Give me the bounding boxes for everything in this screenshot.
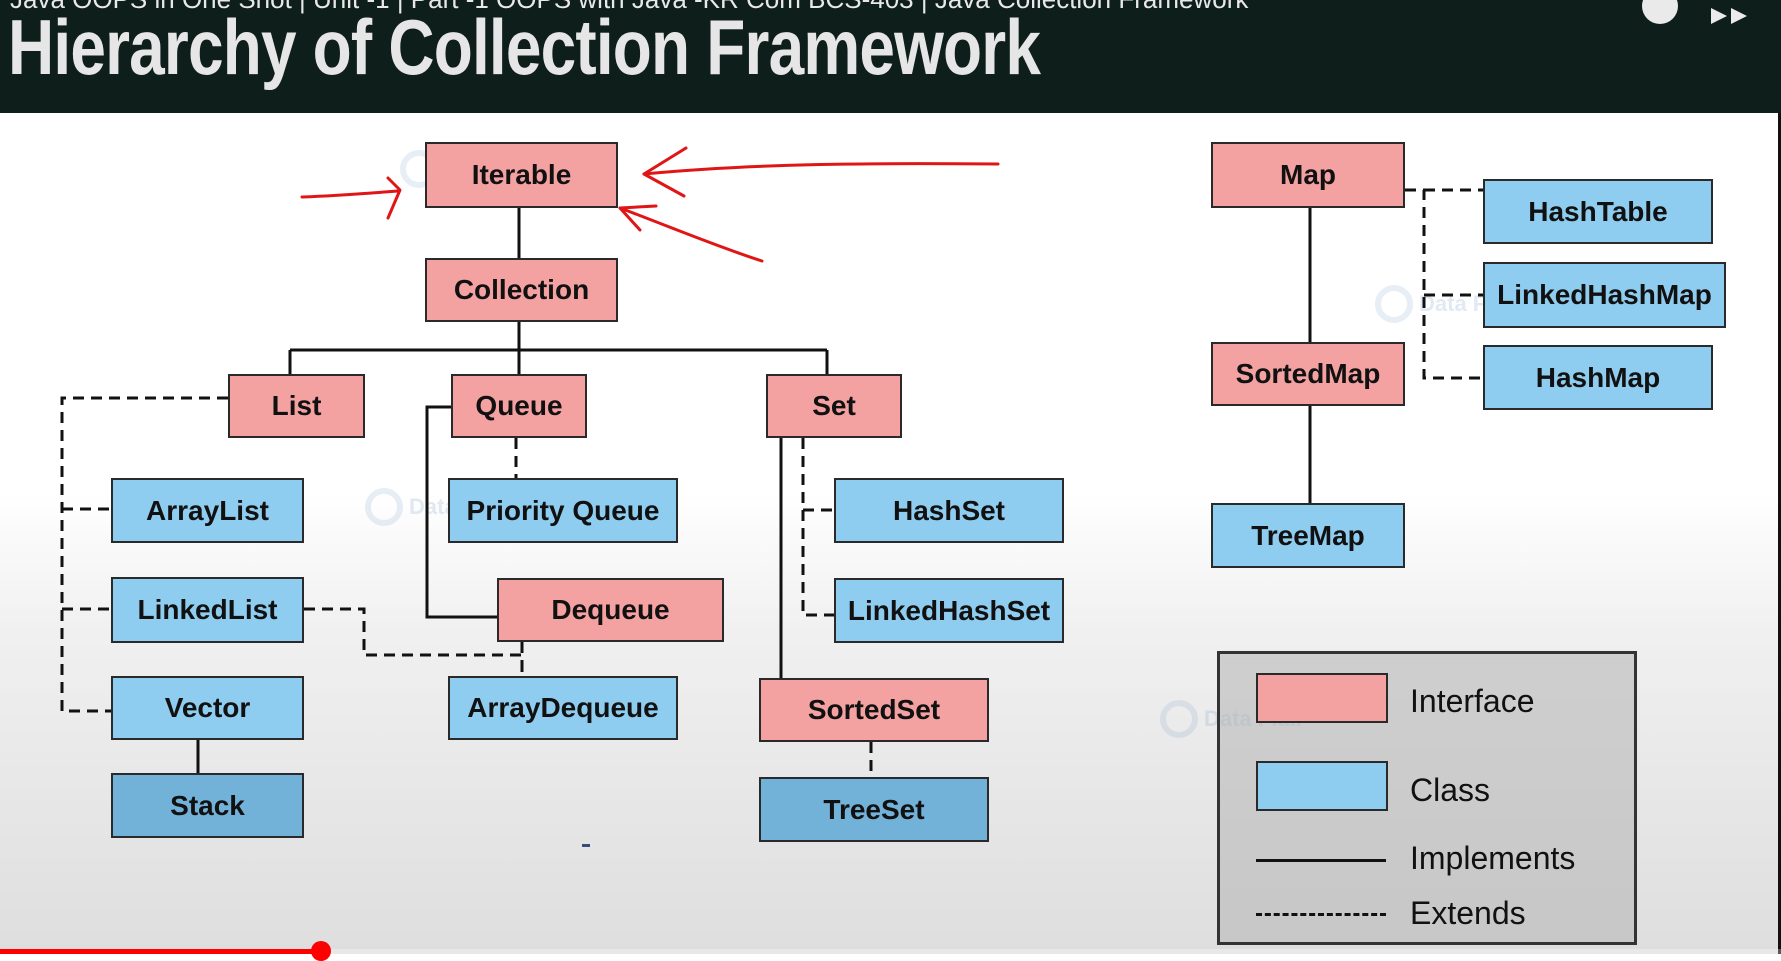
- node-arraylist: ArrayList: [111, 478, 304, 543]
- play-icon[interactable]: [1640, 0, 1680, 26]
- mouse-cursor: [582, 844, 590, 847]
- node-linkedhashmap: LinkedHashMap: [1483, 262, 1726, 328]
- node-collection: Collection: [425, 258, 618, 322]
- skip-forward-icon[interactable]: [1705, 0, 1765, 26]
- slide-title: Hierarchy of Collection Framework: [8, 3, 1041, 91]
- node-priority-queue: Priority Queue: [448, 478, 678, 543]
- video-title: Java OOPS in One Shot | Unit -1 | Part -…: [10, 0, 1248, 15]
- legend-class-swatch: [1256, 761, 1388, 811]
- legend-interface-swatch: [1256, 673, 1388, 723]
- node-treeset: TreeSet: [759, 777, 989, 842]
- screen-edge: [1778, 113, 1781, 954]
- legend-class-label: Class: [1410, 772, 1491, 808]
- node-treemap: TreeMap: [1211, 503, 1405, 568]
- node-dequeue: Dequeue: [497, 578, 724, 642]
- node-set: Set: [766, 374, 902, 438]
- slide-header: Java OOPS in One Shot | Unit -1 | Part -…: [0, 0, 1781, 113]
- node-list: List: [228, 374, 365, 438]
- legend: Interface Class Implements Extends: [1217, 651, 1637, 945]
- node-queue: Queue: [451, 374, 587, 438]
- node-arraydequeue: ArrayDequeue: [448, 676, 678, 740]
- legend-implements-label: Implements: [1410, 840, 1576, 876]
- node-sortedmap: SortedMap: [1211, 342, 1405, 406]
- legend-extends-label: Extends: [1410, 895, 1526, 931]
- video-progress-fill: [0, 949, 321, 954]
- node-hashtable: HashTable: [1483, 179, 1713, 244]
- legend-interface-label: Interface: [1410, 683, 1535, 719]
- node-linkedhashset: LinkedHashSet: [834, 578, 1064, 643]
- node-hashset: HashSet: [834, 478, 1064, 543]
- node-map: Map: [1211, 142, 1405, 208]
- node-vector: Vector: [111, 676, 304, 740]
- video-progress-track[interactable]: [0, 949, 1781, 954]
- node-hashmap: HashMap: [1483, 345, 1713, 410]
- legend-implements-line: [1256, 859, 1386, 862]
- annotation-arrows: [300, 146, 1000, 263]
- node-linkedlist: LinkedList: [111, 577, 304, 643]
- legend-extends-line: [1256, 913, 1386, 916]
- node-iterable: Iterable: [425, 142, 618, 208]
- node-sortedset: SortedSet: [759, 678, 989, 742]
- node-stack: Stack: [111, 773, 304, 838]
- video-progress-scrubber[interactable]: [311, 941, 331, 961]
